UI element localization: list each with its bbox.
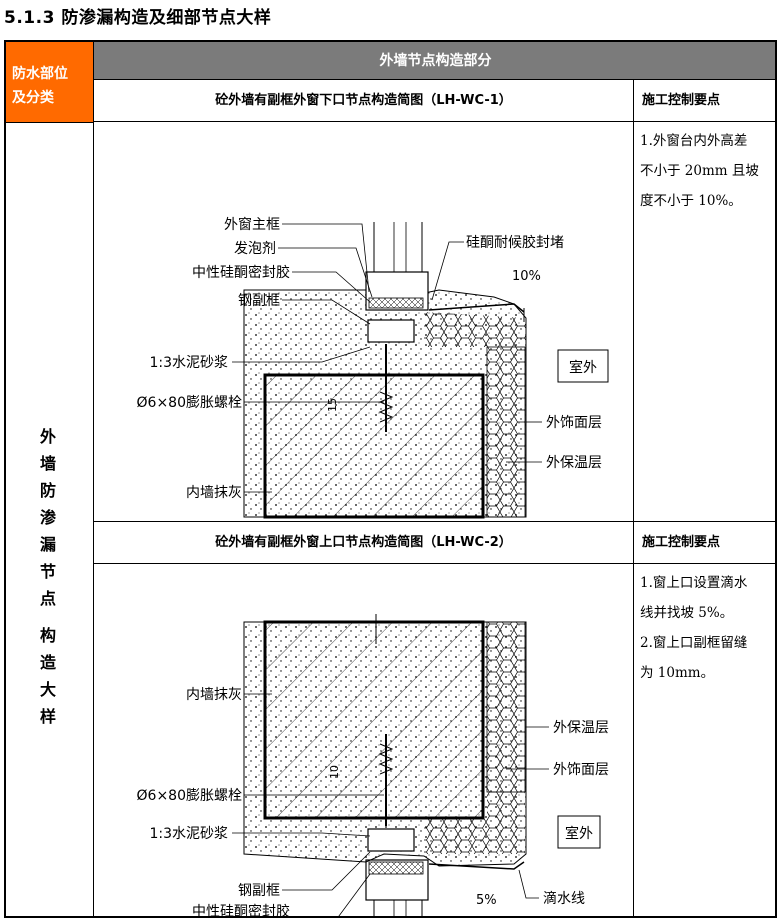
diagram2-drawing: 内墙抹灰 外保温层 外饰面层 Ø6×80膨胀螺栓 1:3水泥砂浆 室外 钢副框 … xyxy=(137,614,609,918)
diagram1-title: 砼外墙有副框外窗下口节点构造简图（LH-WC-1） xyxy=(94,80,634,122)
category-char: 大 xyxy=(39,680,56,699)
note-line: 1.窗上口设置滴水 xyxy=(640,575,748,591)
label-silicone-seal: 中性硅酮密封胶 xyxy=(192,903,290,918)
control2-header: 施工控制要点 xyxy=(634,522,775,564)
label-inner-plaster: 内墙抹灰 xyxy=(186,687,242,703)
label-dim: 10 xyxy=(328,765,341,779)
label-finish: 外饰面层 xyxy=(553,762,609,778)
note-line: 2.窗上口副框留缝 xyxy=(640,635,748,651)
label-dim: 15 xyxy=(326,398,339,412)
note-line: 不小于 20mm 且坡 xyxy=(640,163,759,179)
label-inner-plaster: 内墙抹灰 xyxy=(186,485,242,501)
label-finish: 外饰面层 xyxy=(546,415,602,431)
diagram1-cell: 外窗主框 发泡剂 中性硅酮密封胶 钢副框 硅酮耐候胶封堵 10% 1:3水泥砂浆… xyxy=(94,122,634,522)
label-drip: 滴水线 xyxy=(543,890,585,907)
label-bolt: Ø6×80膨胀螺栓 xyxy=(137,787,242,804)
label-main-frame: 外窗主框 xyxy=(224,216,280,233)
category-char: 渗 xyxy=(39,508,56,527)
category-char: 节 xyxy=(39,562,56,581)
notes1-cell: 1.外窗台内外高差 不小于 20mm 且坡 度不小于 10%。 xyxy=(634,122,775,522)
label-insulation: 外保温层 xyxy=(546,455,602,471)
category-header-line2: 及分类 xyxy=(12,90,54,106)
label-mortar: 1:3水泥砂浆 xyxy=(149,826,228,842)
category-column: 外 墙 防 渗 漏 节 点 构 造 大 样 xyxy=(6,122,94,916)
label-outdoor: 室外 xyxy=(565,825,593,842)
label-insulation: 外保温层 xyxy=(553,720,609,736)
category-header-line1: 防水部位 xyxy=(12,66,68,82)
label-foam: 发泡剂 xyxy=(234,241,276,257)
label-outdoor: 室外 xyxy=(569,359,597,376)
note-line: 线并找坡 5%。 xyxy=(640,605,734,621)
category-char: 样 xyxy=(39,707,56,726)
label-silicone-seal: 中性硅酮密封胶 xyxy=(192,264,290,281)
page-title: 5.1.3 防渗漏构造及细部节点大样 xyxy=(4,8,272,28)
section-header: 外墙节点构造部分 xyxy=(94,42,775,80)
label-steel-subframe: 钢副框 xyxy=(238,883,280,899)
category-char: 防 xyxy=(39,481,56,500)
category-char: 造 xyxy=(39,653,56,672)
control1-header: 施工控制要点 xyxy=(634,80,775,122)
detail-table: 防水部位 及分类 外墙节点构造部分 砼外墙有副框外窗下口节点构造简图（LH-WC… xyxy=(4,40,777,918)
note-line: 为 10mm。 xyxy=(640,665,715,681)
category-header: 防水部位 及分类 xyxy=(6,42,94,122)
category-char: 外 xyxy=(39,427,56,446)
category-char: 墙 xyxy=(39,454,56,473)
label-mortar: 1:3水泥砂浆 xyxy=(149,355,228,371)
label-slope: 10% xyxy=(512,269,541,284)
category-char: 点 xyxy=(39,589,56,608)
notes2-cell: 1.窗上口设置滴水 线并找坡 5%。 2.窗上口副框留缝 为 10mm。 xyxy=(634,564,775,916)
category-char: 漏 xyxy=(39,535,56,554)
label-slope: 5% xyxy=(476,893,497,908)
diagram2-title: 砼外墙有副框外窗上口节点构造简图（LH-WC-2） xyxy=(94,522,634,564)
label-steel-subframe: 钢副框 xyxy=(238,293,280,309)
label-bolt: Ø6×80膨胀螺栓 xyxy=(137,394,242,411)
note-line: 度不小于 10%。 xyxy=(640,193,742,209)
diagram2-cell: 内墙抹灰 外保温层 外饰面层 Ø6×80膨胀螺栓 1:3水泥砂浆 室外 钢副框 … xyxy=(94,564,634,918)
label-weather-seal: 硅酮耐候胶封堵 xyxy=(466,234,564,251)
note-line: 1.外窗台内外高差 xyxy=(640,133,748,149)
category-char: 构 xyxy=(39,626,56,645)
diagram1-drawing: 外窗主框 发泡剂 中性硅酮密封胶 钢副框 硅酮耐候胶封堵 10% 1:3水泥砂浆… xyxy=(137,216,609,519)
